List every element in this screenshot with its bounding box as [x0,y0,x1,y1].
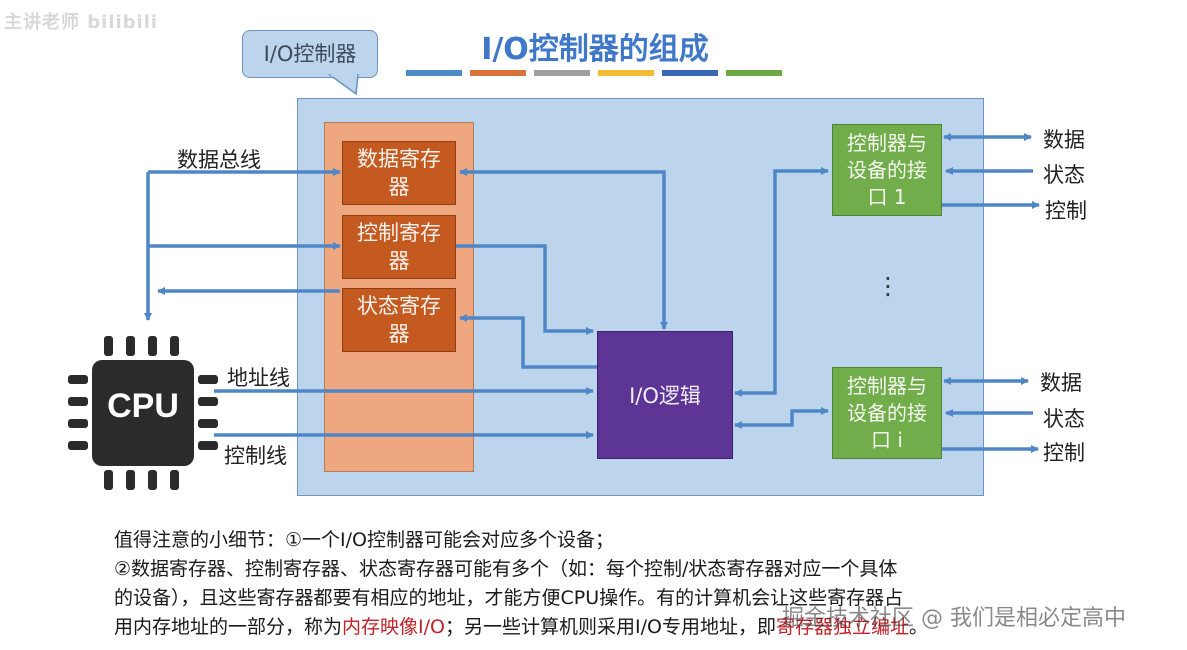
io-logic-label: I/O逻辑 [629,384,701,408]
callout-label: I/O控制器 [242,30,378,78]
data-register-label: 数据寄存器 [357,147,441,199]
notes-line-4-text-c: 。 [908,616,928,638]
interface-box-i: 控制器与设备的接口 i [832,367,942,459]
address-line-label: 地址线 [227,366,290,390]
interface-i-control-label: 控制 [1043,441,1085,465]
cpu-label: CPU [107,387,179,425]
data-bus-label: 数据总线 [177,148,261,172]
notes-highlight-memory-mapped-io: 内存映像I/O [342,616,445,638]
notes-line-1: 值得注意的小细节：①一个I/O控制器可能会对应多个设备； [114,529,614,551]
title-bar-1 [406,70,462,76]
title-bar-3 [534,70,590,76]
interface-i-data-label: 数据 [1040,371,1082,395]
notes-line-4: 用内存地址的一部分，称为内存映像I/O；另一些计算机则采用I/O专用地址，即寄存… [114,613,1174,642]
title-bar-6 [726,70,782,76]
data-register: 数据寄存器 [342,141,456,205]
watermark-bottom: 掘金技术社区 @ 我们是相必定高中 [782,606,1126,631]
io-logic-box: I/O逻辑 [597,331,733,459]
interface-i-label: 控制器与设备的接口 i [847,373,927,452]
interface-1-data-label: 数据 [1043,128,1085,152]
notes-line-2: ②数据寄存器、控制寄存器、状态寄存器可能有多个（如：每个控制/状态寄存器对应一个… [114,558,898,580]
interface-1-label: 控制器与设备的接口 1 [847,130,927,209]
status-register-label: 状态寄存器 [357,294,441,346]
title-bar-5 [662,70,718,76]
watermark-top: 主讲老师 bilibili [4,12,159,33]
cpu-chip-icon [68,336,218,490]
notes-line-3: 的设备），且这些寄存器都要有相应的地址，才能方便CPU操作。有的计算机会让这些寄… [114,587,904,609]
title-bar-4 [598,70,654,76]
page-title: I/O控制器的组成 [481,32,709,67]
notes-paragraph: 值得注意的小细节：①一个I/O控制器可能会对应多个设备； ②数据寄存器、控制寄存… [114,526,1174,642]
control-register: 控制寄存器 [342,215,456,279]
title-bar-2 [470,70,526,76]
interface-box-1: 控制器与设备的接口 1 [832,124,942,216]
interface-i-status-label: 状态 [1043,407,1085,431]
interface-1-control-label: 控制 [1045,199,1087,223]
control-line-label: 控制线 [224,444,287,468]
control-register-label: 控制寄存器 [357,221,441,273]
notes-line-4-text-b: ；另一些计算机则采用I/O专用地址，即 [444,616,776,638]
status-register: 状态寄存器 [342,288,456,352]
ellipsis: ⋮ [876,272,900,300]
interface-1-status-label: 状态 [1043,163,1085,187]
notes-line-4-text-a: 用内存地址的一部分，称为 [114,616,343,638]
notes-highlight-independent-addressing: 寄存器独立编址 [775,616,909,638]
title-underline-bars [406,70,786,78]
